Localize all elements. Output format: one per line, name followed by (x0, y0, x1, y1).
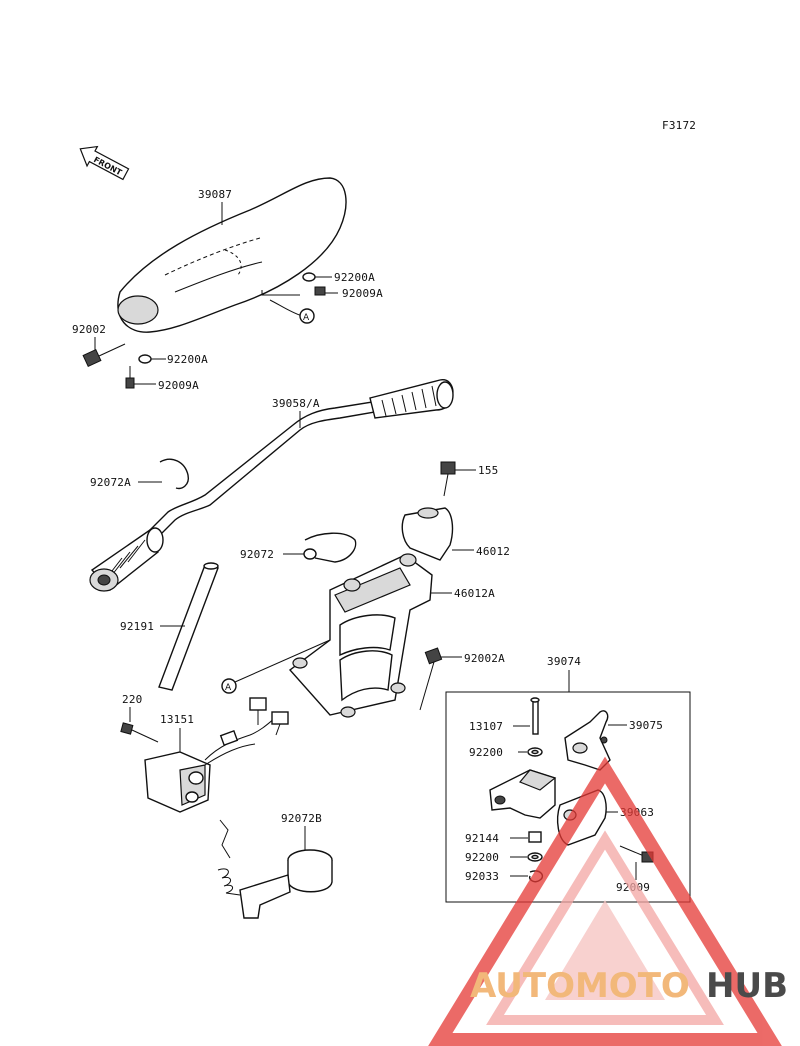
bolt-icon (82, 343, 126, 368)
part-label-155: 155 (478, 464, 498, 477)
part-label-92072: 92072 (240, 548, 274, 561)
part-label-220: 220 (122, 693, 142, 706)
part-label-92191: 92191 (120, 620, 154, 633)
bolt-icon (125, 366, 135, 389)
bolt-icon (419, 647, 443, 711)
bracket (489, 769, 557, 819)
part-label-39058a: 39058/A (272, 397, 320, 410)
part-label-46012: 46012 (476, 545, 510, 558)
bolt-icon (314, 286, 338, 296)
watermark-text: AUTOMOTO HUB (470, 966, 788, 1006)
spring-and-clamp (217, 819, 333, 919)
part-label-39075: 39075 (629, 719, 663, 732)
bolt-icon (440, 461, 456, 497)
part-label-92002: 92002 (72, 323, 106, 336)
part-label-92200-lower: 92200 (465, 851, 499, 864)
part-label-13151: 13151 (160, 713, 194, 726)
svg-text:AUTOMOTO: AUTOMOTO (470, 966, 690, 1006)
part-label-39074: 39074 (547, 655, 581, 668)
upper-handlebar-clamp (401, 507, 454, 561)
svg-text:A: A (303, 313, 310, 323)
lever-39075 (564, 710, 611, 771)
part-label-92009a-lower: 92009A (158, 379, 199, 392)
part-label-92033: 92033 (465, 870, 499, 883)
part-label-39087: 39087 (198, 188, 232, 201)
part-label-92072a: 92072A (90, 476, 131, 489)
svg-text:HUB: HUB (706, 966, 788, 1006)
figure-code: F3172 (662, 119, 696, 132)
part-label-92009a-upper: 92009A (342, 287, 383, 300)
part-label-92200-upper: 92200 (469, 746, 503, 759)
part-label-92144: 92144 (465, 832, 499, 845)
watermark-logo (428, 756, 782, 1046)
handlebar-cover (117, 177, 347, 333)
part-label-92072b: 92072B (281, 812, 322, 825)
front-arrow-icon: FRONT (79, 145, 130, 181)
part-label-92002a: 92002A (464, 652, 505, 665)
svg-text:A: A (225, 683, 232, 693)
screw-icon (120, 722, 159, 743)
part-label-13107: 13107 (469, 720, 503, 733)
tube (158, 562, 219, 691)
callout-a-lower (221, 678, 237, 694)
switch-assembly (144, 697, 289, 813)
handlebar-holder (288, 553, 433, 718)
pin (530, 697, 540, 735)
callout-a-upper (299, 308, 315, 324)
part-label-92200a-upper: 92200A (334, 271, 375, 284)
handlebar (89, 379, 454, 592)
part-label-92200a-lower: 92200A (167, 353, 208, 366)
part-label-46012a: 46012A (454, 587, 495, 600)
